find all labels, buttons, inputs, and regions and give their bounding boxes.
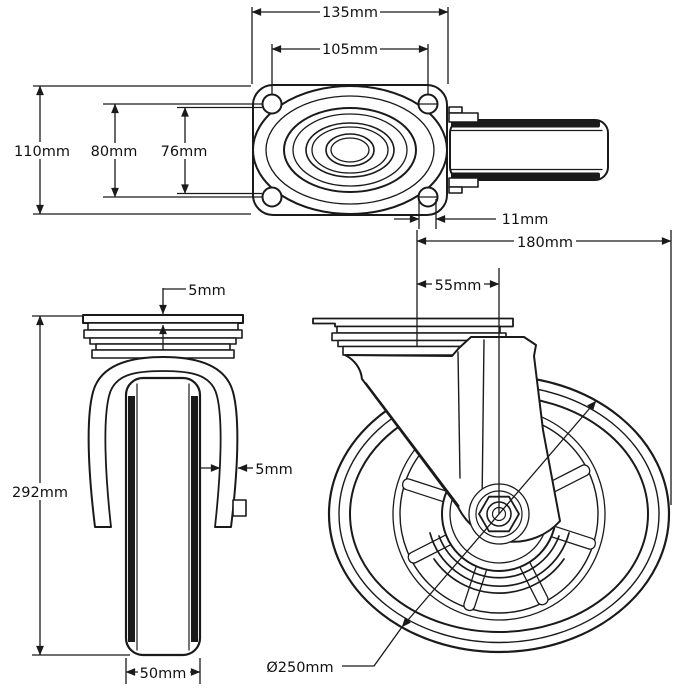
dim-label-plate-thickness: 5mm: [188, 283, 225, 299]
caster-side-view: [82, 314, 247, 657]
dim-label-swing-radius: 180mm: [517, 235, 573, 251]
dim-label-fork-thickness: 5mm: [255, 462, 292, 478]
dim-label-bolt-hole-diameter: 11mm: [502, 212, 549, 228]
dim-label-plate-width: 135mm: [322, 5, 378, 21]
axle-nut-side: [232, 499, 247, 517]
dim-label-overall-height: 292mm: [12, 485, 68, 501]
wheel-side: [124, 376, 202, 657]
wheel-top-profile: [448, 106, 609, 194]
caster-front-view: [312, 317, 671, 654]
dim-label-swivel-offset: 55mm: [435, 278, 482, 294]
dim-label-wheel-diameter: Ø250mm: [266, 660, 333, 676]
bolt-holes: [261, 93, 439, 208]
top-plate-side: [82, 314, 244, 324]
swivel-race-rings: [252, 85, 448, 215]
dim-label-inner-width: 76mm: [161, 144, 208, 160]
top-plate-front: [312, 317, 514, 328]
dimension-annotations: 135mm 105mm 110mm 80mm 76mm 11mm: [11, 4, 672, 684]
dim-label-bolt-spacing-width: 105mm: [322, 42, 378, 58]
dim-label-bolt-spacing-depth: 80mm: [91, 144, 138, 160]
dim-label-plate-depth: 110mm: [14, 144, 70, 160]
plate-top-view: [252, 84, 609, 216]
dim-label-wheel-width: 50mm: [140, 666, 187, 682]
